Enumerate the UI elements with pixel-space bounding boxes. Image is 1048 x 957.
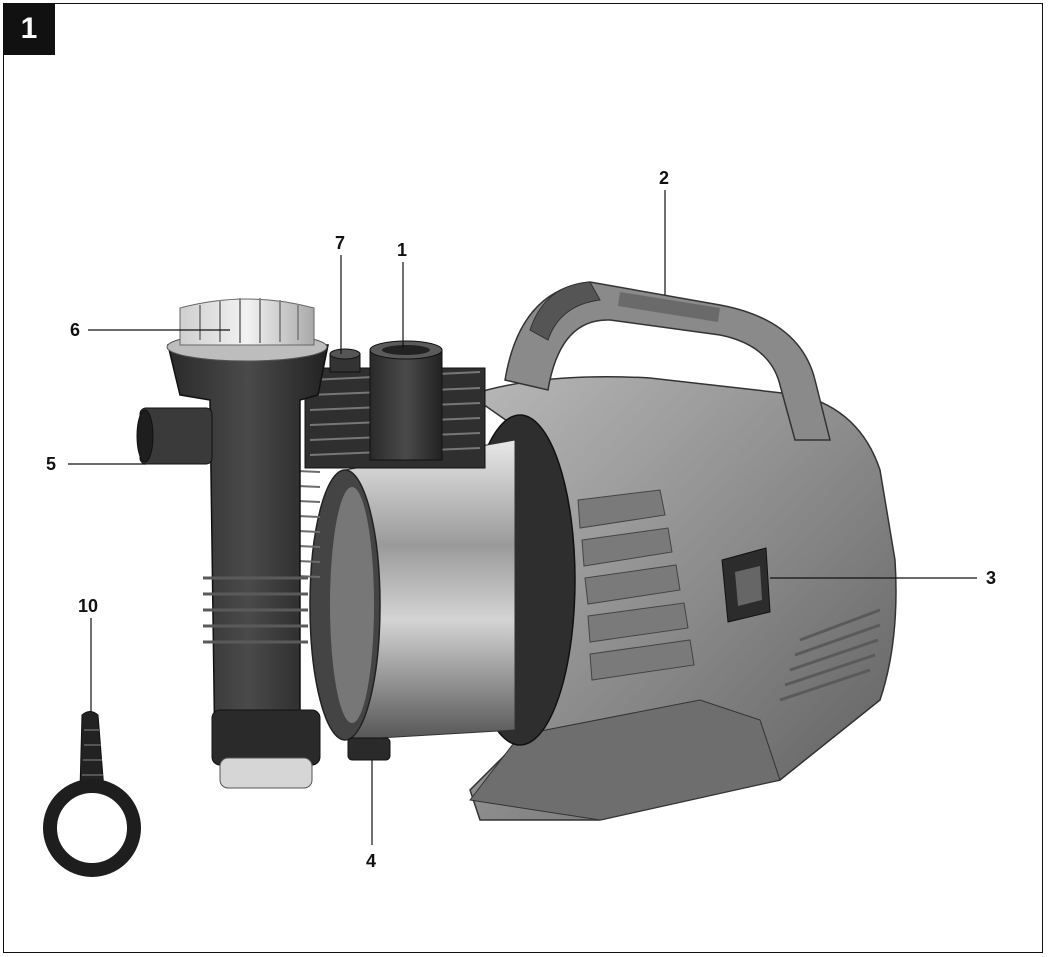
callout-2: 2	[659, 168, 669, 188]
drain-plug	[347, 737, 391, 761]
priming-plug	[329, 348, 361, 373]
leader-lines	[68, 190, 977, 845]
callout-1: 1	[397, 240, 407, 260]
motor-housing	[468, 376, 897, 821]
callout-10: 10	[78, 596, 98, 616]
callout-5: 5	[46, 454, 56, 474]
callout-7: 7	[335, 233, 345, 253]
callout-4: 4	[366, 851, 376, 871]
filter-lid	[166, 298, 328, 362]
outlet-connector	[369, 340, 443, 461]
filter-wrench	[43, 711, 141, 877]
on-off-switch	[721, 547, 771, 623]
figure-frame	[3, 3, 1043, 953]
figure-number-badge: 1	[3, 3, 55, 55]
callout-6: 6	[70, 320, 80, 340]
callout-3: 3	[986, 568, 996, 588]
stainless-chamber	[309, 439, 516, 741]
carry-handle	[504, 281, 831, 441]
prefilter-housing	[136, 344, 329, 789]
